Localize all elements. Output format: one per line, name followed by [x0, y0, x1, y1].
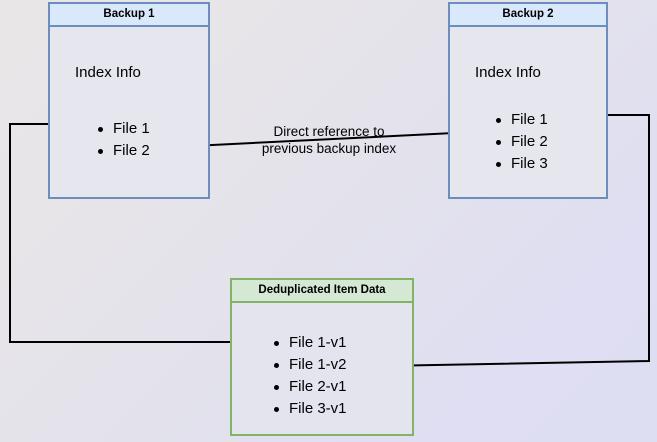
- list-item: File 3-v1: [272, 398, 347, 420]
- list-item: File 2-v1: [272, 376, 347, 398]
- list-item: File 1-v2: [272, 354, 347, 376]
- node-dedup-body: File 1-v1 File 1-v2 File 2-v1 File 3-v1: [232, 303, 412, 434]
- node-backup-2[interactable]: Backup 2 Index Info File 1 File 2 File 3: [448, 2, 608, 199]
- node-backup-2-body: Index Info File 1 File 2 File 3: [450, 27, 606, 197]
- node-backup-1-body: Index Info File 1 File 2: [50, 27, 208, 197]
- list-item: File 3: [494, 153, 548, 175]
- list-item: File 1: [494, 109, 548, 131]
- node-backup-1-header: Backup 1: [50, 4, 208, 27]
- backup-2-file-list: File 1 File 2 File 3: [494, 109, 548, 175]
- backup-1-file-list: File 1 File 2: [96, 118, 150, 162]
- edge-label-direct-reference: Direct reference to previous backup inde…: [249, 123, 409, 157]
- node-backup-2-header: Backup 2: [450, 4, 606, 27]
- list-item: File 1: [96, 118, 150, 140]
- list-item: File 2: [494, 131, 548, 153]
- dedup-file-list: File 1-v1 File 1-v2 File 2-v1 File 3-v1: [272, 332, 347, 420]
- list-item: File 2: [96, 140, 150, 162]
- edge-label-line-1: Direct reference to: [273, 124, 385, 139]
- node-dedup-header: Deduplicated Item Data: [232, 280, 412, 303]
- edge-label-line-2: previous backup index: [261, 141, 397, 156]
- backup-2-index-info-label: Index Info: [475, 64, 541, 81]
- node-backup-1[interactable]: Backup 1 Index Info File 1 File 2: [48, 2, 210, 199]
- node-deduplicated-item-data[interactable]: Deduplicated Item Data File 1-v1 File 1-…: [230, 278, 414, 436]
- backup-1-index-info-label: Index Info: [75, 64, 141, 81]
- list-item: File 1-v1: [272, 332, 347, 354]
